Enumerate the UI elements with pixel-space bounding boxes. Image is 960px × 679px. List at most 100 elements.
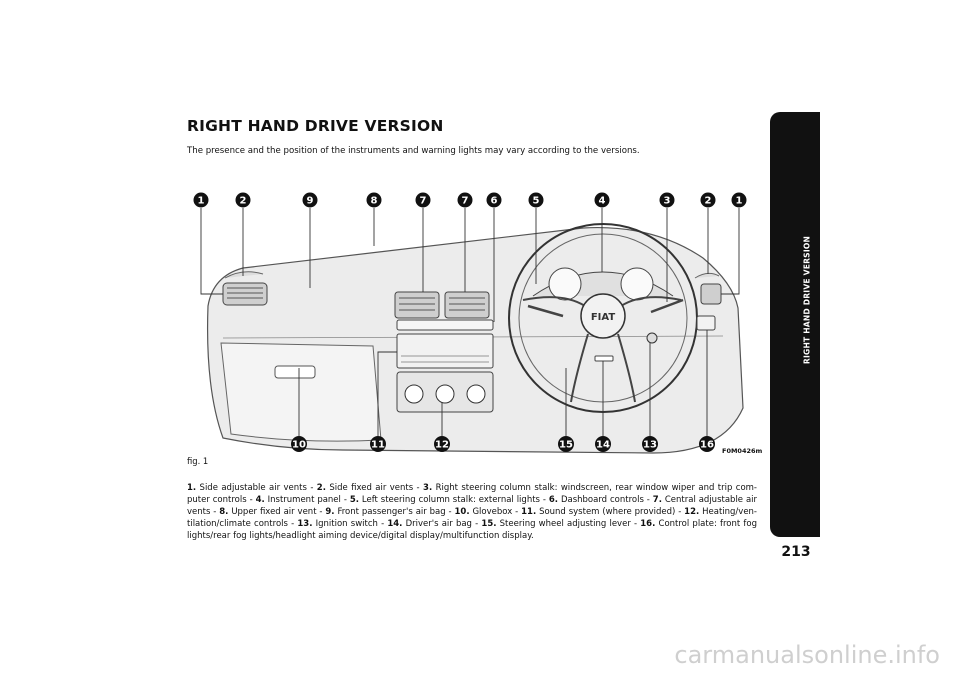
radio-buttons — [401, 355, 489, 363]
central-vent-slats — [399, 297, 485, 311]
svg-text:11: 11 — [371, 440, 385, 451]
callout-1-right: 1 — [731, 192, 747, 208]
svg-text:10: 10 — [292, 440, 306, 451]
caption-text-10: Glovebox - — [469, 507, 522, 517]
svg-text:4: 4 — [599, 196, 606, 207]
page-number: 213 — [781, 544, 811, 560]
caption-num-9: 9. — [325, 507, 335, 517]
fiat-badge-text: FIAT — [591, 312, 616, 323]
glovebox — [220, 342, 382, 442]
caption-num-16: 16. — [640, 519, 656, 529]
sound-system — [396, 333, 494, 369]
figure-code: F0M0426m — [722, 447, 763, 455]
control-plate — [696, 315, 716, 331]
left-fixed-vent — [224, 271, 264, 279]
caption-num-11: 11. — [521, 507, 537, 517]
page-title: RIGHT HAND DRIVE VERSION — [187, 117, 444, 135]
caption-text-3: Right steering column stalk: windscreen,… — [187, 483, 757, 505]
caption-text-4: Instrument panel - — [264, 495, 350, 505]
callout-5: 5 — [528, 192, 544, 208]
callout-16: 16 — [699, 436, 715, 452]
central-vent-left — [394, 291, 440, 319]
caption-num-13: 13. — [297, 519, 313, 529]
driver-airbag-plate — [594, 355, 614, 362]
left-stalk — [527, 304, 564, 318]
callout-11: 11 — [370, 436, 386, 452]
svg-text:16: 16 — [700, 440, 714, 451]
climate-knob-left — [404, 384, 424, 404]
caption-text-11: Sound system (where provided) - — [536, 507, 685, 517]
caption-num-1: 1. — [187, 483, 197, 493]
callout-7-right: 7 — [457, 192, 473, 208]
callout-10: 10 — [291, 436, 307, 452]
speedometer — [548, 267, 582, 301]
caption-num-14: 14. — [387, 519, 403, 529]
caption-num-15: 15. — [481, 519, 497, 529]
caption-num-8: 8. — [219, 507, 229, 517]
steering-spokes — [522, 296, 682, 403]
figure-caption: 1. Side adjustable air vents - 2. Side f… — [187, 482, 757, 542]
climate-knob-center — [435, 384, 455, 404]
callout-4: 4 — [594, 192, 610, 208]
right-side-vent — [700, 283, 722, 305]
callout-6: 6 — [486, 192, 502, 208]
caption-num-10: 10. — [454, 507, 470, 517]
svg-text:15: 15 — [559, 440, 573, 451]
svg-text:6: 6 — [491, 196, 498, 207]
caption-text-9: Front passenger's air bag - — [334, 507, 455, 517]
caption-num-2: 2. — [316, 483, 326, 493]
callout-8: 8 — [366, 192, 382, 208]
caption-text-14: Driver's air bag - — [402, 519, 482, 529]
caption-num-12: 12. — [684, 507, 700, 517]
callout-15: 15 — [558, 436, 574, 452]
caption-num-3: 3. — [423, 483, 433, 493]
caption-num-6: 6. — [548, 495, 559, 505]
caption-text-5: Left steering column stalk: external lig… — [358, 495, 549, 505]
right-fixed-vent — [694, 272, 720, 279]
caption-num-4: 4. — [255, 495, 265, 505]
ignition-switch — [646, 332, 658, 344]
dashboard-figure: FIAT 1 2 9 8 7 7 6 5 4 3 2 1 10 11 — [183, 188, 760, 458]
callout-9: 9 — [302, 192, 318, 208]
caption-text-1: Side adjustable air vents - — [196, 483, 317, 493]
right-stalk — [650, 298, 684, 314]
callout-2-left: 2 — [235, 192, 251, 208]
callout-14: 14 — [595, 436, 611, 452]
svg-text:2: 2 — [240, 196, 247, 207]
left-side-vent — [222, 282, 268, 306]
intro-text: The presence and the position of the ins… — [187, 146, 640, 156]
section-tab-label: RIGHT HAND DRIVE VERSION — [802, 235, 812, 365]
caption-text-15: Steering wheel adjusting lever - — [496, 519, 641, 529]
leader-lines — [200, 208, 740, 436]
dashboard-controls — [396, 319, 494, 331]
callout-12: 12 — [434, 436, 450, 452]
watermark: carmanualsonline.info — [674, 641, 940, 669]
figure-label: fig. 1 — [187, 456, 209, 466]
svg-text:1: 1 — [198, 196, 205, 207]
caption-num-5: 5. — [349, 495, 359, 505]
svg-text:1: 1 — [736, 196, 743, 207]
svg-text:14: 14 — [596, 440, 610, 451]
climate-knob-right — [466, 384, 486, 404]
caption-text-8: Upper fixed air vent - — [228, 507, 326, 517]
callout-13: 13 — [642, 436, 658, 452]
callout-1-left: 1 — [193, 192, 209, 208]
section-tab — [770, 112, 820, 537]
glovebox-handle — [274, 365, 316, 379]
fiat-badge — [580, 293, 626, 339]
callout-2-right: 2 — [700, 192, 716, 208]
caption-text-12: Heating/ven-tilation/climate controls - — [187, 507, 757, 529]
dashboard-illustration: FIAT 1 2 9 8 7 7 6 5 4 3 2 1 10 11 — [193, 192, 747, 454]
tachometer — [620, 267, 654, 301]
left-vent-slats — [227, 287, 263, 299]
svg-text:3: 3 — [664, 196, 671, 207]
svg-text:7: 7 — [462, 196, 469, 207]
central-vent-right — [444, 291, 490, 319]
svg-text:2: 2 — [705, 196, 712, 207]
callout-3: 3 — [659, 192, 675, 208]
caption-num-7: 7. — [652, 495, 662, 505]
callout-7-left: 7 — [415, 192, 431, 208]
svg-text:12: 12 — [435, 440, 449, 451]
svg-text:13: 13 — [643, 440, 657, 451]
caption-text-6: Dashboard controls - — [558, 495, 653, 505]
